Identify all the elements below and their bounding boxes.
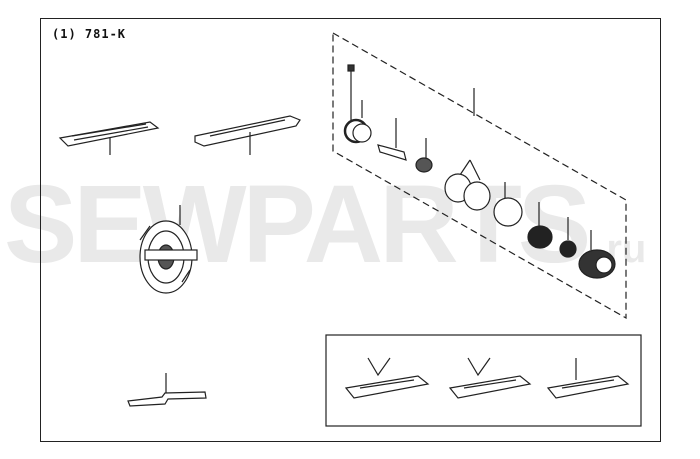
tension-assembly-parts [343, 64, 616, 279]
feed-dog-group-box [325, 334, 642, 427]
watermark-text: SEWPARTS [4, 163, 591, 286]
part-rotary-hook [139, 205, 198, 294]
watermark: SEWPARTS .ru [4, 160, 646, 290]
part-plate-left [58, 121, 160, 155]
feed-dog-parts [344, 357, 630, 399]
part-thin-strip [127, 373, 207, 407]
diagram-frame [40, 18, 661, 442]
assembly-dashed-box [332, 31, 627, 320]
part-plate-long [194, 115, 301, 155]
diagram-title: (1) 781-K [52, 27, 127, 41]
